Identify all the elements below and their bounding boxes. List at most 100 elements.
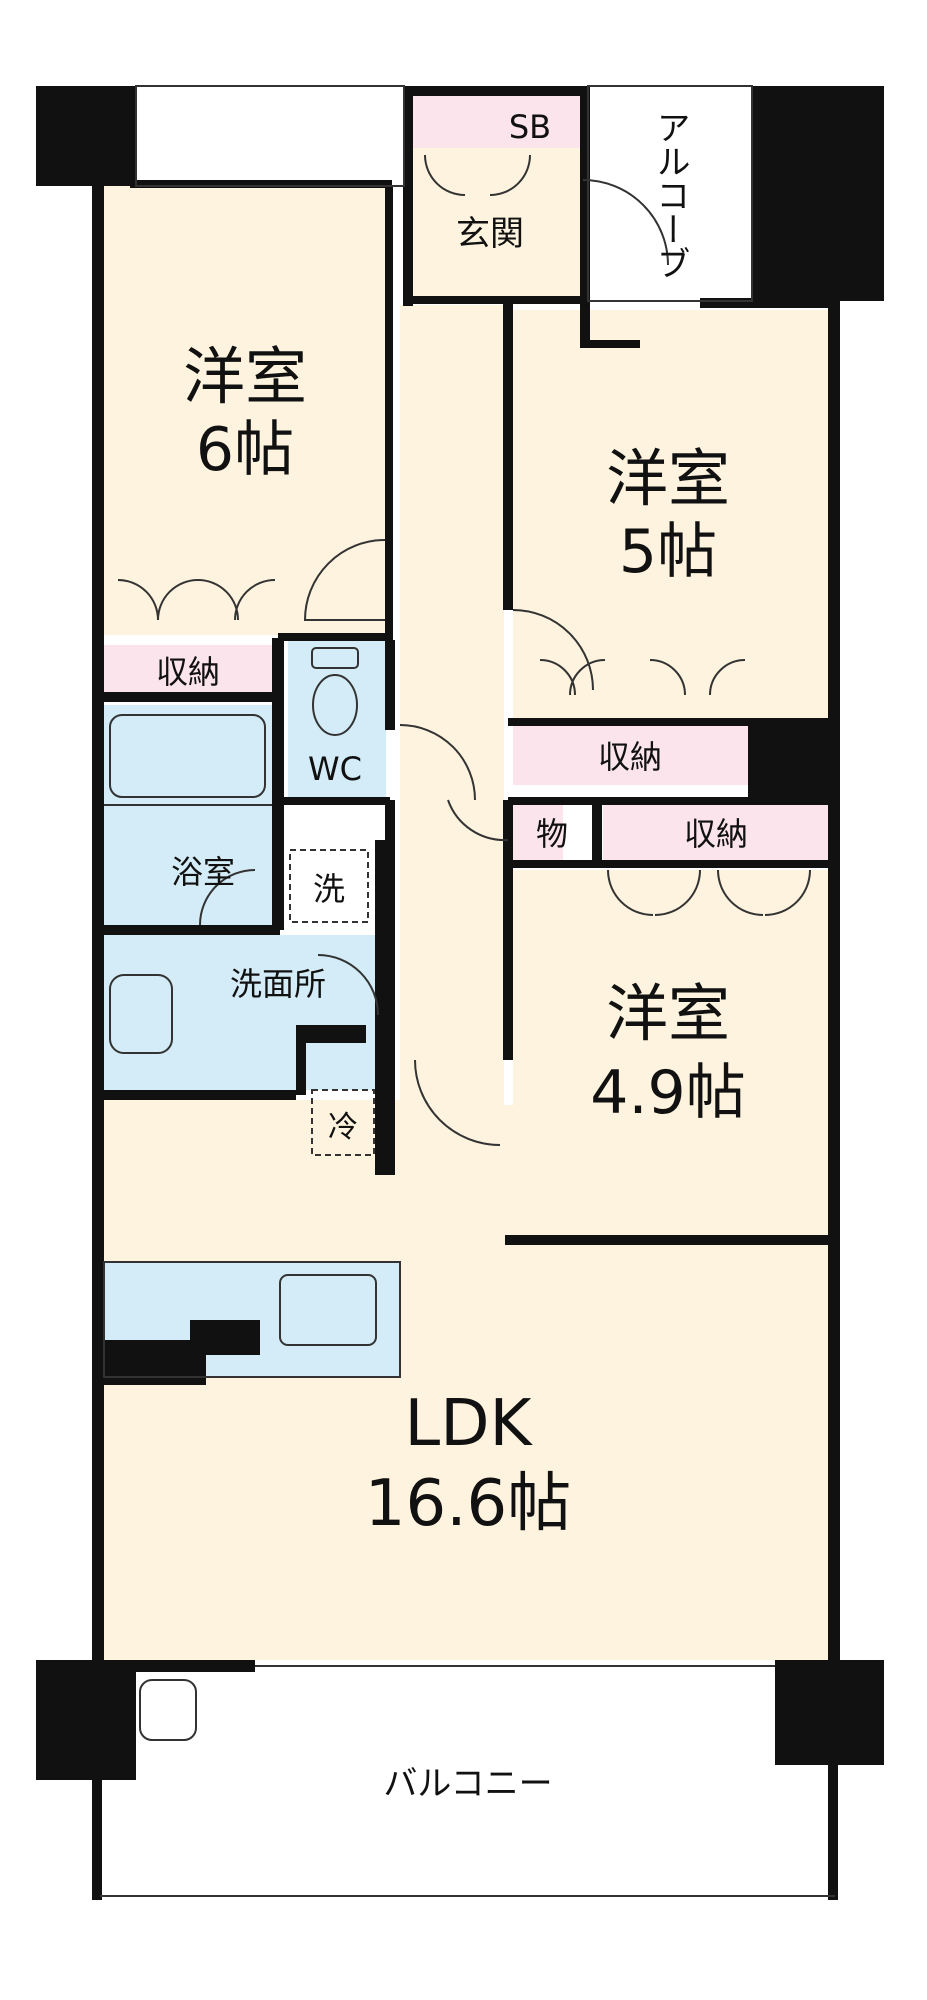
wall-room1-right	[385, 185, 393, 645]
label-storage-small: 物	[536, 815, 568, 853]
closet-room1-2	[197, 579, 276, 621]
wall-alcove-bottom	[580, 340, 640, 348]
label-wc: WC	[308, 750, 362, 788]
closet-room2-2	[649, 659, 746, 696]
alcove-outline	[587, 85, 753, 302]
room-ldk-name: LDK	[405, 1387, 534, 1461]
balcony-rail-left	[92, 1660, 102, 1900]
label-sb: SB	[509, 108, 551, 146]
door-bath	[199, 869, 256, 926]
wall-bath-bottom	[100, 925, 280, 935]
wall-corridor-left-lower	[385, 800, 395, 1175]
storage-3-floor	[603, 805, 830, 860]
sb-floor	[411, 96, 583, 148]
wall-wc-top	[278, 633, 390, 641]
bathtub-outline	[109, 714, 266, 798]
door-ldk	[414, 1059, 501, 1146]
door-entrance-1	[424, 154, 466, 196]
label-bath: 浴室	[171, 853, 235, 891]
corridor-floor	[400, 305, 504, 1245]
balcony-rail-right	[828, 1660, 838, 1900]
room-western-2-size: 5帖	[619, 517, 717, 587]
wall-corridor-left-mid	[385, 640, 395, 730]
wall-washer-right	[375, 840, 387, 1175]
wall-storage-small-right	[592, 797, 602, 867]
door-alcove	[582, 179, 669, 266]
room-western-3-name: 洋室	[606, 977, 730, 1050]
room-western-2-floor	[513, 310, 830, 718]
wall-storage2-bottom	[508, 797, 838, 805]
label-fridge: 冷	[328, 1110, 358, 1145]
door-room1	[303, 539, 386, 621]
wall-ldk-bottom-right	[775, 1660, 835, 1672]
wall-entrance-left	[403, 86, 413, 306]
label-alcove: アルコーブ	[650, 110, 690, 280]
closet-room3-2	[717, 869, 811, 916]
wall-storage3-bottom	[508, 860, 838, 868]
wall-kitchen-step	[190, 1320, 260, 1355]
wall-top-room1	[130, 180, 392, 188]
washer-pan	[289, 849, 369, 923]
door-corridor	[447, 799, 509, 842]
wall-ldk-bottom-left	[100, 1660, 255, 1672]
door-entrance-2	[489, 154, 531, 196]
room-western-2-name: 洋室	[606, 442, 730, 515]
closet-room3-1	[607, 869, 701, 916]
balcony-basin	[139, 1679, 197, 1741]
door-wc	[399, 724, 476, 801]
wall-entrance-right	[580, 86, 590, 348]
door-room2	[512, 609, 594, 691]
wc-floor	[288, 640, 386, 798]
column-bottom-left	[36, 1660, 136, 1780]
room-western-3-size: 4.9帖	[590, 1058, 745, 1128]
label-storage-2: 収納	[598, 738, 662, 776]
label-storage-1: 収納	[156, 653, 220, 691]
closet-room1-1	[117, 579, 199, 621]
wall-room2-top	[700, 298, 835, 308]
label-balcony: バルコニー	[383, 1764, 552, 1804]
wall-entrance-top	[403, 86, 588, 96]
wall-corridor-right-lower	[503, 800, 513, 1060]
wall-fridge-left	[296, 1025, 306, 1095]
label-storage-3: 収納	[684, 815, 748, 853]
column-top-left	[36, 86, 136, 186]
floor-fills	[101, 90, 830, 1890]
labels: 洋室 6帖 洋室 5帖 洋室 4.9帖 LDK 16.6帖 SB 玄関 アルコー…	[156, 108, 748, 1804]
thin-lines	[100, 85, 835, 1897]
label-entrance: 玄関	[456, 214, 524, 254]
fridge-space	[311, 1089, 375, 1156]
column-top-right	[752, 86, 884, 301]
wall-room3-bottom	[505, 1235, 835, 1245]
wall-storage1-right	[272, 638, 284, 930]
top-left-balcony-edge	[135, 85, 405, 187]
basin-outline	[109, 974, 173, 1054]
toilet-tank	[311, 647, 359, 669]
door-washroom	[317, 954, 379, 1016]
storage-1-floor	[101, 645, 273, 693]
wall-corridor-right-upper	[503, 300, 513, 610]
storage-small-floor	[513, 805, 563, 860]
bath-floor	[104, 705, 272, 927]
washroom-floor	[104, 935, 386, 1090]
label-washroom: 洗面所	[230, 965, 326, 1003]
wall-storage2-right	[748, 718, 833, 798]
doors	[117, 154, 811, 1146]
wall-wc-bottom	[278, 797, 390, 805]
toilet-bowl	[312, 674, 358, 736]
room-ldk-size: 16.6帖	[365, 1467, 572, 1541]
wall-storage2-top	[508, 718, 763, 726]
label-washer: 洗	[313, 870, 345, 908]
room-western-1-floor	[101, 185, 391, 635]
room-western-1-name: 洋室	[183, 340, 307, 413]
closet-room2-1	[539, 659, 606, 696]
balcony-floor	[101, 1675, 830, 1890]
ldk-upper-floor	[101, 1100, 501, 1250]
counter-outline	[103, 1261, 401, 1378]
wall-entrance-bottom	[403, 296, 583, 304]
wall-shoebox	[296, 1025, 366, 1043]
sink-outline	[279, 1274, 377, 1346]
walls	[36, 86, 884, 1900]
wall-outer-right	[828, 296, 840, 1666]
room-western-1-size: 6帖	[196, 415, 294, 485]
